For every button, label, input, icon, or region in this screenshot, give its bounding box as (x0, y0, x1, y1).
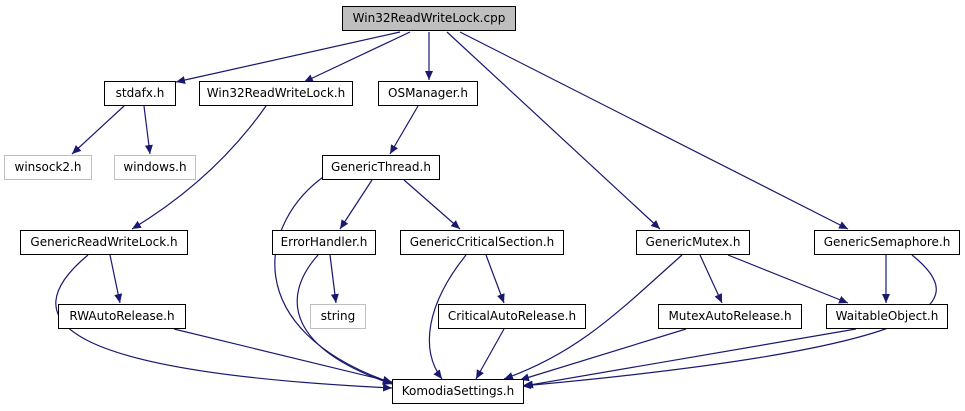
edge-rwautorelease-komodiasettings (173, 328, 393, 384)
edge-errorhandler-string (329, 254, 339, 304)
edge-genericthread-genericcs (403, 179, 461, 230)
node-string[interactable]: string (310, 304, 366, 329)
edge-stdafx-winsock2 (71, 105, 125, 155)
edge-root-stdafx (175, 31, 401, 84)
edge-stdafx-windows (143, 105, 153, 155)
node-waitableobject-h[interactable]: WaitableObject.h (826, 304, 948, 329)
edge-errorhandler-komodiasettings (296, 254, 393, 385)
edge-root-genericsemaphore (459, 31, 849, 230)
edge-genericthread-komodiasettings (274, 174, 393, 384)
edge-waitableobject-komodiasettings (523, 328, 857, 389)
edge-criticalautorelease-komodiasettings (475, 328, 505, 380)
edge-mutexautorelease-komodiasettings (519, 328, 687, 382)
edge-root-genericmutex (446, 31, 661, 230)
node-genericmutex-h[interactable]: GenericMutex.h (636, 230, 750, 255)
node-genericreadwritelock-h[interactable]: GenericReadWriteLock.h (20, 230, 188, 255)
node-osmanager-h[interactable]: OSManager.h (378, 81, 478, 106)
edge-root-win32rwl (303, 31, 411, 83)
edge-genericmutex-waitableobject (727, 254, 849, 304)
edge-genericrwl-rwautorelease (109, 254, 123, 304)
node-genericthread-h[interactable]: GenericThread.h (322, 155, 440, 180)
edge-genericthread-errorhandler (339, 179, 373, 230)
node-winsock2-h[interactable]: winsock2.h (4, 155, 92, 180)
node-rwautorelease-h[interactable]: RWAutoRelease.h (58, 304, 186, 329)
node-stdafx-h[interactable]: stdafx.h (104, 81, 176, 106)
node-mutexautorelease-h[interactable]: MutexAutoRelease.h (658, 304, 802, 329)
edge-win32rwl-genericrwl (131, 105, 267, 230)
node-genericsemaphore-h[interactable]: GenericSemaphore.h (814, 230, 960, 255)
node-errorhandler-h[interactable]: ErrorHandler.h (272, 230, 376, 255)
node-criticalautorelease-h[interactable]: CriticalAutoRelease.h (438, 304, 586, 329)
edge-genericcs-komodiasettings (428, 254, 467, 380)
edge-genericmutex-mutexautorelease (699, 254, 723, 304)
edge-genericmutex-komodiasettings (503, 254, 683, 380)
node-genericcriticalsection-h[interactable]: GenericCriticalSection.h (400, 230, 564, 255)
edge-genericcs-criticalautorelease (485, 254, 505, 304)
node-komodiasettings-h[interactable]: KomodiaSettings.h (392, 379, 524, 404)
edges (55, 31, 937, 392)
edge-genericrwl-komodiasettings (55, 254, 393, 392)
node-win32readwritelock-h[interactable]: Win32ReadWriteLock.h (199, 81, 353, 106)
node-windows-h[interactable]: windows.h (114, 155, 196, 180)
edge-osmanager-genericthread (389, 105, 419, 155)
node-win32readwritelock-cpp[interactable]: Win32ReadWriteLock.cpp (342, 6, 516, 31)
